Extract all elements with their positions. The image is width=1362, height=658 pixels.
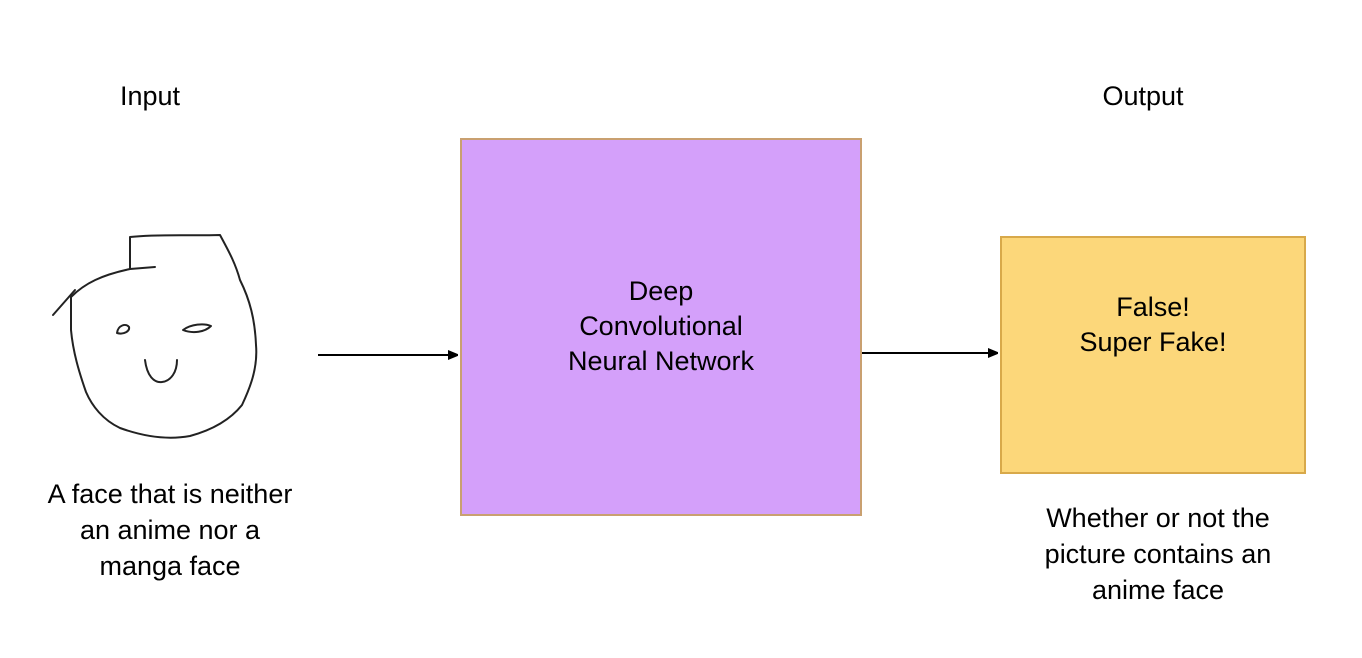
input-caption: A face that is neither an anime nor a ma… [20, 476, 320, 584]
cnn-label-line: Deep [628, 276, 694, 306]
input-caption-line: A face that is neither [47, 479, 293, 509]
input-caption-line: an anime nor a [79, 515, 261, 545]
face-left-eye [116, 324, 131, 335]
output-caption-line: Whether or not the [1046, 503, 1270, 533]
face-scratch-line [52, 289, 76, 316]
input-caption-line: manga face [99, 551, 241, 581]
output-title: Output [1102, 81, 1184, 111]
face-right-eye [182, 323, 212, 334]
cnn-label-line: Neural Network [567, 346, 755, 376]
face-mouth [144, 359, 178, 384]
face-sketch-icon [52, 234, 258, 439]
input-title: Input [119, 81, 181, 111]
output-caption-line: picture contains an [1044, 539, 1272, 569]
cnn-model-box: Deep Convolutional Neural Network [460, 138, 862, 516]
cnn-label-line: Convolutional [579, 311, 743, 341]
output-result-box: False! Super Fake! [1000, 236, 1306, 474]
output-caption-line: anime face [1091, 575, 1225, 605]
face-hair-tick [129, 266, 156, 270]
output-caption: Whether or not the picture contains an a… [1010, 500, 1306, 608]
face-outline [70, 234, 258, 439]
result-line: False! [1116, 292, 1190, 322]
result-line: Super Fake! [1079, 327, 1227, 357]
